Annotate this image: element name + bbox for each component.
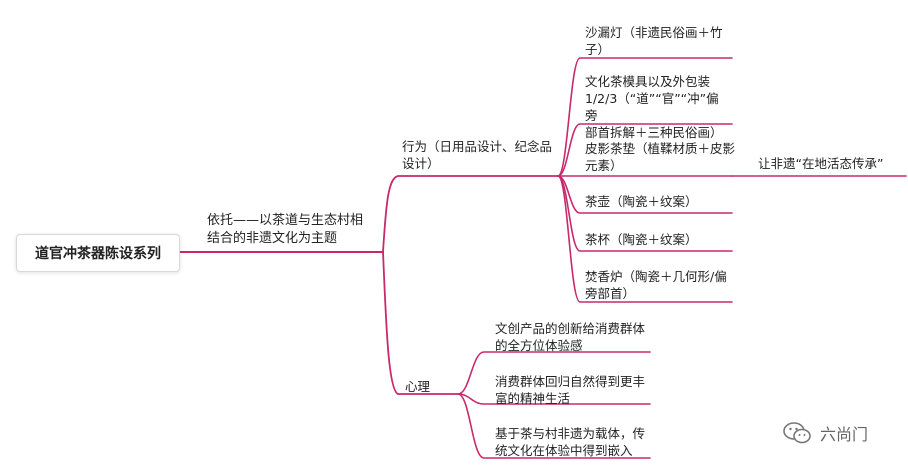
behavior-branch-label: 行为（日用品设计、纪念品 设计） [402,139,553,171]
behavior-item: 焚香炉（陶瓷＋几何形/偏 旁部首） [585,269,727,301]
behavior-summary: 让非遗“在地活态传承” [758,156,884,171]
psychology-connector [382,251,459,395]
root-label: 道官冲茶器陈设系列 [35,246,161,262]
behavior-item: 茶壶（陶瓷＋纹案） [585,194,698,209]
psychology-item-connector [457,351,651,395]
behavior-item: 沙漏灯（非遗民俗画＋竹 子） [585,25,723,57]
watermark-label: 六尚门 [820,425,869,444]
behavior-item-connector [557,175,733,303]
psychology-item: 基于茶与村非遗为载体，传 统文化在体验中得到嵌入 [495,426,646,458]
main-branch-label: 依托——以茶道与生态村相 结合的非遗文化为主题 [207,213,364,246]
wechat-icon [783,422,811,444]
behavior-connector [382,175,559,253]
behavior-item-connector [557,123,733,177]
psychology-item-connector [457,393,651,405]
behavior-item: 茶杯（陶瓷＋纹案） [585,232,698,247]
watermark: 六尚门 [782,420,868,446]
behavior-item: 皮影茶垫（植鞣材质＋皮影 元素） [585,141,736,173]
root-node[interactable]: 道官冲茶器陈设系列 [16,234,180,272]
psychology-item: 文创产品的创新给消费群体 的全方位体验感 [495,321,646,353]
psychology-item: 消费群体回归自然得到更丰 富的精神生活 [495,374,646,406]
behavior-item-connector [557,57,733,177]
behavior-item: 文化茶模具以及外包装 1/2/3（“道”“官”“冲”偏旁 部首拆解＋三种民俗画） [585,74,723,140]
psychology-branch-label: 心理 [405,379,431,394]
psychology-item-connector [457,393,651,459]
